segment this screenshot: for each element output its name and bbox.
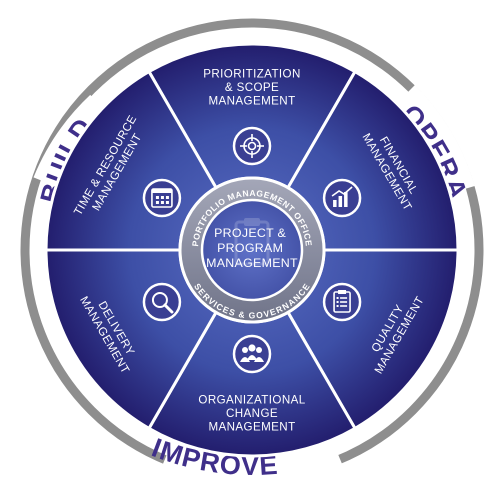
outer-ring-gaps: [33, 85, 475, 484]
segment-label-line: PRIORITIZATION: [203, 68, 301, 81]
calendar-icon: [142, 178, 182, 218]
segment-label-line: MANAGEMENT: [208, 421, 295, 434]
target-icon: [232, 126, 272, 166]
segment-label-line: & SCOPE: [225, 81, 279, 94]
core-circle: [200, 198, 304, 302]
people-icon: [232, 334, 272, 374]
magnifier-icon: [142, 282, 182, 322]
clipboard-watermark-icon: [234, 218, 270, 266]
segment-label-line: CHANGE: [226, 407, 278, 420]
segment-label-line: ORGANIZATIONAL: [198, 394, 305, 407]
core-title: PROJECT & PROGRAM MANAGEMENT: [206, 226, 298, 270]
icons-group: [142, 126, 362, 374]
bar-chart-icon: [322, 178, 362, 218]
segment-label-line: MANAGEMENT: [208, 95, 295, 108]
checklist-icon: [322, 282, 362, 322]
